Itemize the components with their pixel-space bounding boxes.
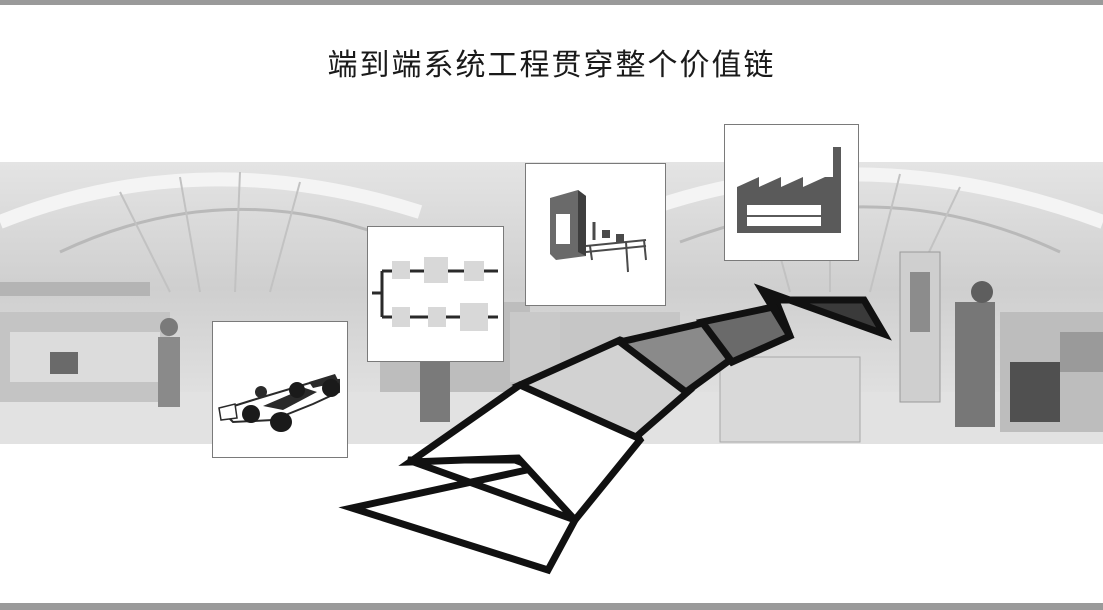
block-diagram-icon [368, 227, 503, 361]
arrow-segment-1 [352, 460, 575, 570]
machine-cell-card [525, 163, 666, 306]
bottom-rule [0, 603, 1103, 610]
machine-cell-icon [526, 164, 665, 305]
top-rule [0, 0, 1103, 5]
factory-icon [725, 125, 858, 260]
race-car-card [212, 321, 348, 458]
factory-card [724, 124, 859, 261]
race-car-icon [213, 322, 347, 457]
page-title: 端到端系统工程贯穿整个价值链 [0, 40, 1103, 84]
block-diagram-card [367, 226, 504, 362]
